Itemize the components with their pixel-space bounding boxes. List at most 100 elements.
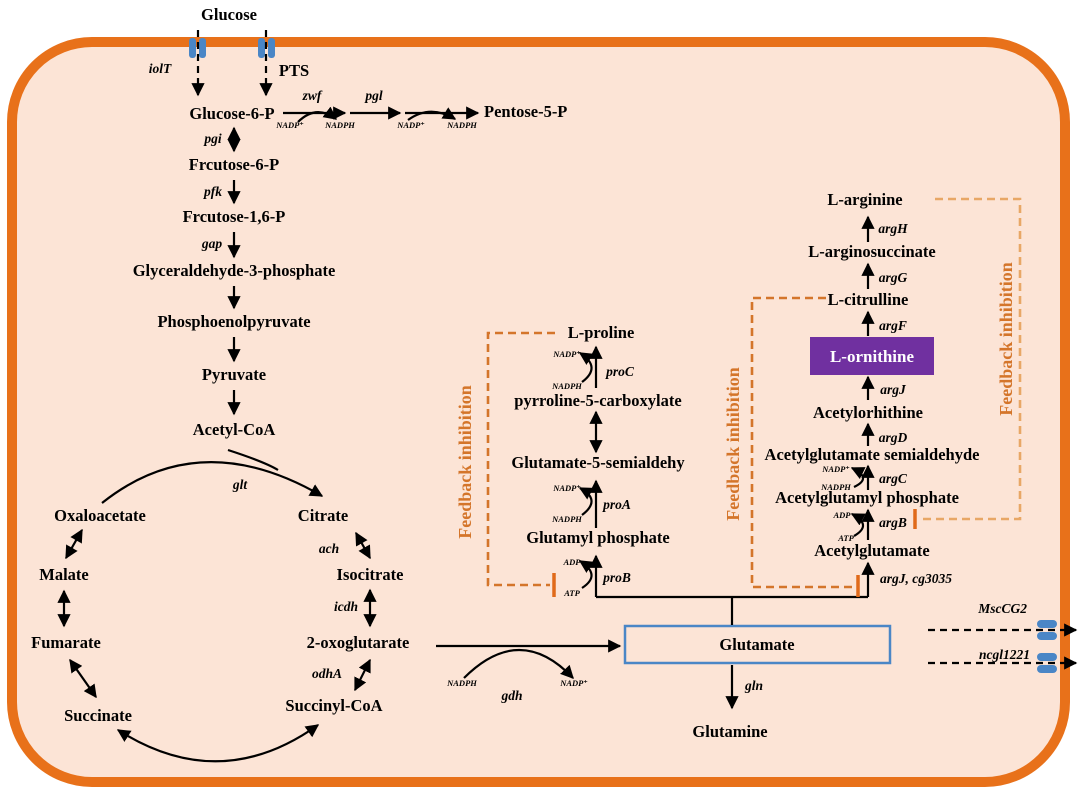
feedback-citrulline [750, 296, 858, 589]
ncgl1221-channel-icon [1037, 653, 1057, 673]
cofactor-curve-proA [578, 487, 594, 516]
enzyme-proB: proB [602, 570, 631, 585]
metabolite-acetylglutamate-semialdehyde: Acetylglutamate semialdehyde [765, 445, 980, 464]
cofactor-nadph-proC: NADPH [551, 381, 582, 391]
cofactor-curve-pentose [407, 107, 457, 121]
cofactor-curve-argB [850, 513, 866, 537]
metabolite-malate: Malate [39, 565, 88, 584]
metabolite-l-arginosuccinate: L-arginosuccinate [808, 242, 935, 261]
enzyme-argF: argF [879, 318, 907, 333]
cofactor-adp-argB: ADP [833, 510, 852, 520]
enzyme-argJ-cg3035: argJ, cg3035 [880, 571, 952, 586]
arrow-glt [227, 448, 279, 471]
enzyme-pfk: pfk [203, 184, 222, 199]
metabolite-pyruvate: Pyruvate [202, 365, 266, 384]
feedback-label-proline: Feedback inhibition [455, 385, 475, 539]
feedback-label-arginine: Feedback inhibition [996, 262, 1016, 416]
cofactor-nadp-zwf: NADP⁺ [275, 120, 304, 130]
feedback-label-ornithine: Feedback inhibition [723, 367, 743, 521]
cofactor-adp-proB: ADP [563, 557, 582, 567]
enzyme-pgl: pgl [364, 88, 383, 103]
metabolite-glutamate-5-semialdehyde: Glutamate-5-semialdehy [511, 453, 685, 472]
iolT-transporter-icon [189, 38, 206, 58]
cofactor-atp-argB: ATP [837, 533, 854, 543]
enzyme-argH: argH [878, 221, 908, 236]
glutamate-box [623, 624, 892, 665]
metabolite-fructose-6-p: Frcutose-6-P [189, 155, 279, 174]
cofactor-curve-proB [578, 560, 594, 589]
enzyme-icdh: icdh [334, 599, 358, 614]
metabolite-glutamate: Glutamate [719, 635, 794, 654]
enzyme-iolT: iolT [149, 61, 172, 76]
metabolite-glucose-6-p: Glucose-6-P [189, 104, 274, 123]
cofactor-nadp-pentose: NADP⁺ [396, 120, 425, 130]
metabolite-pyrroline-5-carboxylate: pyrroline-5-carboxylate [514, 391, 681, 410]
cofactor-nadph-proA: NADPH [551, 514, 582, 524]
cofactor-nadp-proC: NADP⁺ [552, 349, 581, 359]
metabolite-acetylglutamyl-phosphate: Acetylglutamyl phosphate [775, 488, 959, 507]
feedback-proline [486, 331, 555, 587]
metabolite-glucose: Glucose [201, 5, 257, 24]
tca-arc-oxaloacetate-citrate [101, 461, 324, 504]
metabolite-fumarate: Fumarate [31, 633, 101, 652]
cofactor-curve-argC [850, 467, 866, 488]
enzyme-proC: proC [605, 364, 635, 379]
metabolite-acetylglutamate: Acetylglutamate [814, 541, 929, 560]
cofactor-nadph-pentose: NADPH [446, 120, 477, 130]
enzyme-ach: ach [319, 541, 339, 556]
tca-arc-succinylcoa-succinate [116, 724, 320, 763]
enzyme-glt: glt [232, 477, 249, 492]
cofactor-nadph-argC: NADPH [820, 482, 851, 492]
arrow-succinate-fumarate [69, 658, 97, 699]
enzyme-argC: argC [879, 471, 908, 486]
enzyme-proA: proA [602, 497, 631, 512]
ornithine-box [810, 337, 934, 375]
cofactor-curve-zwf [297, 106, 338, 123]
feedback-arginine [920, 197, 1022, 521]
metabolite-pentose-5-p: Pentose-5-P [484, 102, 567, 121]
metabolite-succinate: Succinate [64, 706, 132, 725]
arrow-citrate-isocitrate [355, 531, 371, 560]
transporter-pts: PTS [279, 61, 309, 80]
cofactor-nadph-gdh: NADPH [446, 678, 477, 688]
cofactor-curve-proC [578, 352, 594, 383]
metabolite-l-ornithine: L-ornithine [830, 347, 915, 366]
enzyme-gap: gap [201, 236, 223, 251]
metabolite-succinyl-coa: Succinyl-CoA [285, 696, 382, 715]
metabolite-oxaloacetate: Oxaloacetate [54, 506, 146, 525]
cofactor-nadp-gdh: NADP⁺ [559, 678, 588, 688]
enzyme-argJ: argJ [880, 382, 907, 397]
enzyme-gln: gln [744, 678, 763, 693]
enzyme-odhA: odhA [312, 666, 342, 681]
metabolite-acetylornithine: Acetylorhithine [813, 403, 923, 422]
metabolite-isocitrate: Isocitrate [337, 565, 404, 584]
arrow-malate-oxaloacetate [65, 528, 83, 560]
metabolite-l-arginine: L-arginine [827, 190, 902, 209]
enzyme-argD: argD [879, 430, 908, 445]
cofactor-nadp-proA: NADP⁺ [552, 483, 581, 493]
enzyme-argB: argB [879, 515, 907, 530]
cofactor-nadph-zwf: NADPH [324, 120, 355, 130]
cofactor-curve-gdh [463, 648, 574, 679]
metabolite-citrate: Citrate [298, 506, 348, 525]
enzyme-argG: argG [879, 270, 908, 285]
metabolite-l-citrulline: L-citrulline [828, 290, 909, 309]
metabolite-glutamyl-phosphate: Glutamyl phosphate [526, 528, 670, 547]
exporter-mscCG2: MscCG2 [977, 601, 1027, 616]
exporter-ncgl1221: ncgl1221 [979, 647, 1030, 662]
cofactor-atp-proB: ATP [563, 588, 580, 598]
enzyme-zwf: zwf [302, 88, 323, 103]
metabolite-glyceraldehyde-3-phosphate: Glyceraldehyde-3-phosphate [133, 261, 336, 280]
metabolite-l-proline: L-proline [568, 323, 635, 342]
metabolite-acetyl-coa: Acetyl-CoA [193, 420, 276, 439]
enzyme-gdh: gdh [500, 688, 522, 703]
arrow-oxoglutarate-succinylcoa [354, 658, 371, 692]
cofactor-nadp-argC: NADP⁺ [821, 464, 850, 474]
metabolite-phosphoenolpyruvate: Phosphoenolpyruvate [157, 312, 310, 331]
pts-transporter-icon [258, 38, 275, 58]
mscCG2-channel-icon [1037, 620, 1057, 640]
metabolite-fructose-1-6-p: Frcutose-1,6-P [183, 207, 286, 226]
metabolite-2-oxoglutarate: 2-oxoglutarate [307, 633, 410, 652]
enzyme-pgi: pgi [203, 131, 222, 146]
